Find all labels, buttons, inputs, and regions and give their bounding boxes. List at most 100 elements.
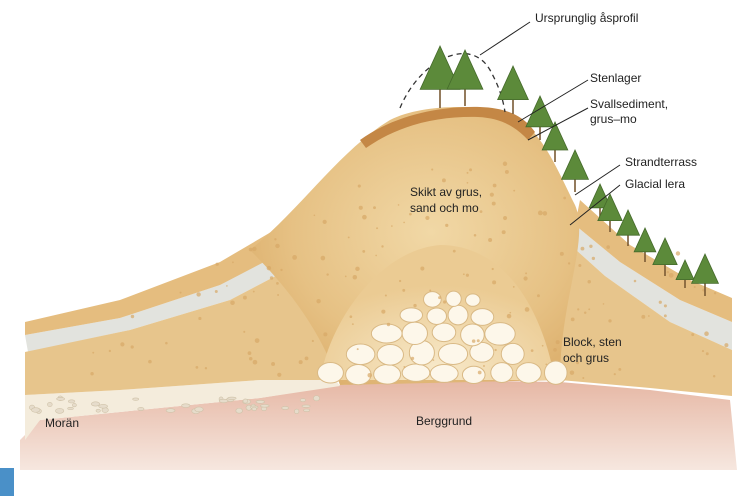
gravel-dot: [702, 350, 704, 352]
gravel-dot: [577, 308, 579, 310]
moraine-stone: [236, 408, 243, 413]
gravel-dot: [292, 255, 297, 260]
gravel-dot: [467, 182, 469, 184]
gravel-dot: [442, 178, 446, 182]
moraine-stone: [91, 402, 99, 406]
gravel-dot: [492, 280, 496, 284]
moraine-stone: [300, 399, 305, 402]
gravel-dot: [243, 331, 245, 333]
label-bedrock: Berggrund: [416, 414, 472, 428]
leader-original-profile: [480, 22, 530, 55]
gravel-dot: [381, 245, 383, 247]
gravel-dot: [570, 370, 574, 374]
gravel-dot: [581, 247, 585, 251]
gravel-dot: [226, 285, 228, 287]
boulder: [448, 305, 468, 325]
boulder: [471, 309, 494, 326]
gravel-dot: [403, 222, 405, 224]
moraine-stone: [99, 404, 108, 408]
moraine-stone: [57, 397, 65, 400]
gravel-dot: [493, 184, 497, 188]
gravel-dot: [362, 250, 365, 253]
gravel-dot: [148, 360, 152, 364]
gravel-dot: [587, 280, 590, 283]
gravel-dot: [641, 315, 645, 319]
moraine-stone: [138, 407, 144, 410]
tree-icon: [447, 50, 483, 106]
corner-mark: [0, 468, 14, 496]
gravel-dot: [249, 248, 253, 252]
gravel-dot: [131, 345, 134, 348]
gravel-dot: [584, 312, 586, 314]
gravel-dot: [249, 357, 253, 361]
label-shore-terrace: Strandterrass: [625, 155, 697, 169]
gravel-dot: [316, 299, 320, 303]
gravel-dot: [216, 263, 219, 266]
moraine-stone: [72, 403, 76, 406]
gravel-dot: [469, 168, 472, 171]
moraine-stone: [302, 405, 310, 407]
moraine-stone: [219, 399, 228, 403]
gravel-dot: [488, 238, 492, 242]
moraine-stone: [304, 409, 310, 412]
gravel-dot: [480, 210, 483, 213]
gravel-dot: [509, 312, 511, 314]
gravel-dot: [277, 373, 281, 377]
gravel-dot: [443, 300, 446, 303]
gravel-dot: [180, 292, 182, 294]
gravel-dot: [542, 345, 544, 347]
boulder: [430, 364, 458, 382]
boulder: [516, 363, 541, 383]
gravel-dot: [603, 303, 605, 305]
boulder: [346, 365, 371, 385]
moraine-stone: [294, 409, 298, 414]
gravel-dot: [483, 365, 485, 367]
boulder: [491, 363, 513, 383]
gravel-dot: [376, 227, 378, 229]
moraine-stone: [133, 398, 139, 400]
gravel-dot: [589, 245, 592, 248]
gravel-dot: [403, 366, 405, 368]
boulder: [424, 292, 442, 308]
gravel-dot: [492, 268, 494, 270]
gravel-dot: [205, 367, 207, 369]
label-stone-layer: Stenlager: [590, 71, 641, 85]
moraine-stone: [182, 404, 190, 408]
moraine-stone: [47, 402, 52, 406]
gravel-dot: [713, 375, 715, 377]
label-swash-sediment-1: Svallsediment,: [590, 97, 668, 111]
moraine-stone: [55, 408, 63, 413]
boulder: [438, 343, 467, 364]
gravel-dot: [433, 359, 435, 361]
gravel-dot: [523, 276, 527, 280]
gravel-dot: [592, 257, 595, 260]
gravel-dot: [691, 333, 694, 336]
gravel-dot: [648, 315, 650, 317]
gravel-dot: [507, 314, 512, 319]
gravel-dot: [321, 256, 326, 261]
gravel-dot: [326, 273, 328, 275]
tree-icon: [562, 150, 589, 192]
gravel-dot: [109, 350, 111, 352]
gravel-dot: [248, 351, 252, 355]
gravel-dot: [253, 291, 255, 293]
gravel-dot: [438, 296, 441, 299]
gravel-dot: [196, 366, 199, 369]
gravel-dot: [667, 271, 669, 273]
gravel-dot: [387, 323, 390, 326]
moraine-stone: [68, 400, 75, 403]
gravel-dot: [385, 294, 387, 296]
gravel-dot: [664, 314, 667, 317]
label-strata-2: sand och mo: [410, 201, 479, 215]
boulder: [402, 364, 430, 381]
gravel-dot: [463, 273, 465, 275]
gravel-dot: [563, 197, 566, 200]
moraine-stone: [68, 407, 74, 409]
gravel-dot: [271, 362, 275, 366]
boulder: [432, 323, 456, 341]
moraine-stone: [243, 399, 248, 403]
boulder: [466, 294, 481, 306]
gravel-dot: [230, 300, 235, 305]
gravel-dot: [314, 214, 316, 216]
gravel-dot: [494, 349, 496, 351]
